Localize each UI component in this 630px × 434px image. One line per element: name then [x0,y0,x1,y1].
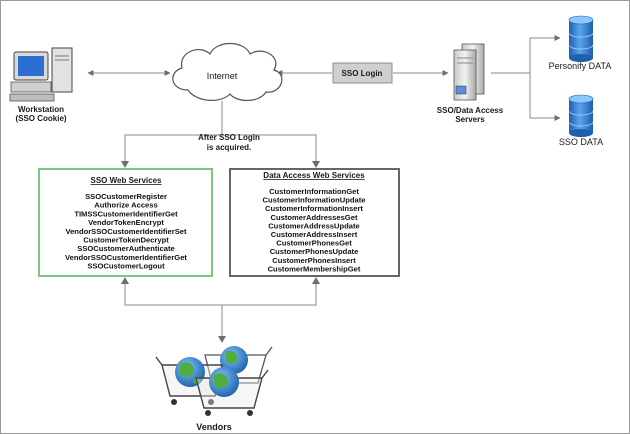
service-item: CustomerPhonesGet [276,239,352,248]
arrowheads [121,161,320,343]
service-item: SSOCustomerAuthenticate [77,244,174,253]
service-item: CustomerInformationInsert [265,204,363,213]
vendors-label: Vendors [196,422,232,432]
data-access-web-services-box [229,168,400,277]
annotation-line2: is acquired. [207,143,251,152]
sso-login-box [332,62,393,84]
workstation-label: Workstation [18,105,64,114]
servers-sso-db-connector [529,73,561,121]
service-item: Authorize Access [94,201,157,210]
service-item: CustomerPhonesUpdate [270,247,359,256]
service-item: CustomerTokenDecrypt [83,236,169,245]
service-item: SSOCustomerRegister [85,192,167,201]
service-item: VendorSSOCustomerIdentifierSet [65,227,187,236]
service-item: VendorSSOCustomerIdentifierGet [65,253,187,262]
internet-services-connector [124,134,317,165]
servers-personify-connector [491,35,561,74]
data-access-web-services-title: Data Access Web Services [263,171,365,180]
service-item: VendorTokenEncrypt [88,218,164,227]
service-item: CustomerAddressesGet [271,213,358,222]
connectors [87,35,561,340]
servers-sublabel: Servers [455,115,485,124]
servers-label: SSO/Data Access [437,106,504,115]
sso-web-services-title: SSO Web Services [91,176,163,185]
service-item: CustomerInformationGet [269,187,359,196]
sso-login-label: SSO Login [342,69,383,78]
service-item: CustomerInformationUpdate [263,196,366,205]
annotation-line1: After SSO Login [198,133,260,142]
service-item: TIMSSCustomerIdentifierGet [74,209,178,218]
service-item: CustomerAddressInsert [271,230,358,239]
server-icon [453,43,485,101]
internet-cloud-icon [172,42,283,102]
personify-data-label: Personify DATA [549,61,612,71]
workstation-sublabel: (SSO Cookie) [15,114,66,123]
personify-database-icon [568,15,594,62]
service-item: CustomerPhonesInsert [272,256,356,265]
sso-data-label: SSO DATA [559,137,603,147]
workstation-icon [9,47,73,102]
service-item: CustomerMembershipGet [268,264,361,273]
vendors-cart-icon [155,346,273,416]
service-item: SSOCustomerLogout [87,262,165,271]
internet-label: Internet [207,71,238,81]
services-vendors-connector [124,280,317,306]
sso-database-icon [568,94,594,137]
sso-web-services-box [38,168,213,277]
service-item: CustomerAddressUpdate [268,221,360,230]
data-services-list: CustomerInformationGetCustomerInformatio… [263,187,366,273]
